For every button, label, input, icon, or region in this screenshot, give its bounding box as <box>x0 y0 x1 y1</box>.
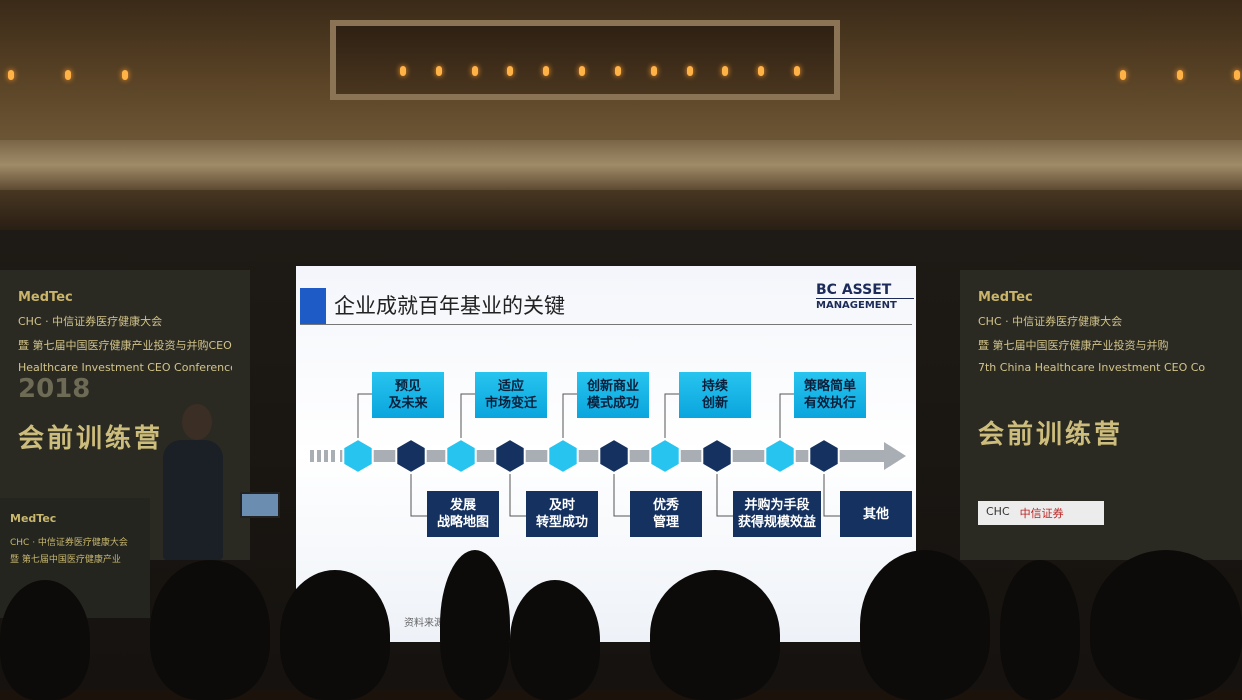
milestone-box-lower: 及时 转型成功 <box>526 491 598 537</box>
milestone-box-upper: 持续 创新 <box>679 372 751 418</box>
brand-logo-top: BC ASSET <box>816 282 892 298</box>
milestone-box-lower: 并购为手段 获得规模效益 <box>733 491 821 537</box>
arrow-dash <box>310 450 314 462</box>
connector-line <box>562 393 577 438</box>
banner-year: 2018 <box>18 374 91 404</box>
connector-line <box>460 393 475 438</box>
ceiling-light-right <box>1120 70 1240 82</box>
arrow-dash <box>317 450 321 462</box>
sponsor-strip: CHC 中信证券 <box>978 501 1104 525</box>
speaker-head <box>182 404 212 440</box>
audience <box>0 520 1242 700</box>
title-divider <box>300 324 912 325</box>
connector-line <box>664 393 679 438</box>
arrow-dash <box>324 450 328 462</box>
milestone-hexagon <box>649 437 681 475</box>
audience-head <box>860 550 990 700</box>
milestone-hexagon <box>598 437 630 475</box>
brand-logo: BC ASSET MANAGEMENT <box>816 282 914 313</box>
banner-logo: MedTec <box>18 290 73 305</box>
banner-line: Healthcare Investment CEO Conference <box>18 361 232 374</box>
milestone-box-upper: 预见 及未来 <box>372 372 444 418</box>
brand-logo-bottom: MANAGEMENT <box>816 298 914 313</box>
banner-logo: MedTec <box>978 290 1033 305</box>
timeline-diagram <box>310 393 906 517</box>
connector-line <box>357 393 372 438</box>
audience-head <box>280 570 390 700</box>
audience-head <box>510 580 600 700</box>
audience-head <box>0 580 90 700</box>
banner-line: 暨 第七届中国医疗健康产业投资与并购CEO峰会 <box>18 339 232 352</box>
banner-headline: 会前训练营 <box>978 420 1124 450</box>
audience-head <box>440 550 510 700</box>
ceiling-beam <box>0 140 1242 190</box>
milestone-box-lower: 发展 战略地图 <box>427 491 499 537</box>
slide-title: 企业成就百年基业的关键 <box>334 294 565 318</box>
banner-line: CHC · 中信证券医疗健康大会 <box>978 315 1123 328</box>
milestone-box-lower: 优秀 管理 <box>630 491 702 537</box>
audience-head <box>1000 560 1080 700</box>
ceiling-light-row <box>400 66 800 78</box>
milestone-hexagon <box>701 437 733 475</box>
milestone-hexagon <box>445 437 477 475</box>
speaker <box>163 440 223 560</box>
banner-line: 7th China Healthcare Investment CEO Co <box>978 361 1206 374</box>
connector-line <box>716 474 733 517</box>
milestone-hexagon <box>547 437 579 475</box>
presentation-slide: 企业成就百年基业的关键 BC ASSET MANAGEMENT 预见 及未来适应… <box>296 266 916 642</box>
audience-phone <box>240 492 280 518</box>
milestone-hexagon <box>764 437 796 475</box>
banner-headline: 会前训练营 <box>18 424 164 454</box>
milestone-hexagon <box>494 437 526 475</box>
ceiling <box>0 0 1242 230</box>
audience-head <box>1090 550 1242 700</box>
connector-line <box>823 474 840 517</box>
right-banner: MedTec CHC · 中信证券医疗健康大会 暨 第七届中国医疗健康产业投资与… <box>960 270 1242 560</box>
connector-line <box>509 474 526 517</box>
milestone-hexagon <box>395 437 427 475</box>
podium-logo: MedTec <box>10 512 57 525</box>
milestone-hexagon <box>342 437 374 475</box>
connector-line <box>779 393 794 438</box>
milestone-box-upper: 策略简单 有效执行 <box>794 372 866 418</box>
audience-head <box>150 560 270 700</box>
ceiling-light-left <box>8 70 128 82</box>
connector-line <box>410 474 427 517</box>
sponsor-citic: 中信证券 <box>1019 507 1064 520</box>
podium-line: CHC · 中信证券医疗健康大会 <box>10 538 128 548</box>
audience-head <box>650 570 780 700</box>
milestone-box-upper: 创新商业 模式成功 <box>577 372 649 418</box>
title-accent-bar <box>300 288 326 324</box>
ceiling-coffer <box>330 20 840 100</box>
milestone-box-upper: 适应 市场变迁 <box>475 372 547 418</box>
timeline-arrow-head <box>884 442 906 470</box>
podium-line: 暨 第七届中国医疗健康产业 <box>10 555 121 565</box>
milestone-hexagon <box>808 437 840 475</box>
milestone-box-lower: 其他 <box>840 491 912 537</box>
banner-line: CHC · 中信证券医疗健康大会 <box>18 315 163 328</box>
sponsor-chc: CHC <box>986 505 1010 518</box>
connector-line <box>613 474 630 517</box>
arrow-dash <box>331 450 335 462</box>
banner-line: 暨 第七届中国医疗健康产业投资与并购 <box>978 339 1169 352</box>
